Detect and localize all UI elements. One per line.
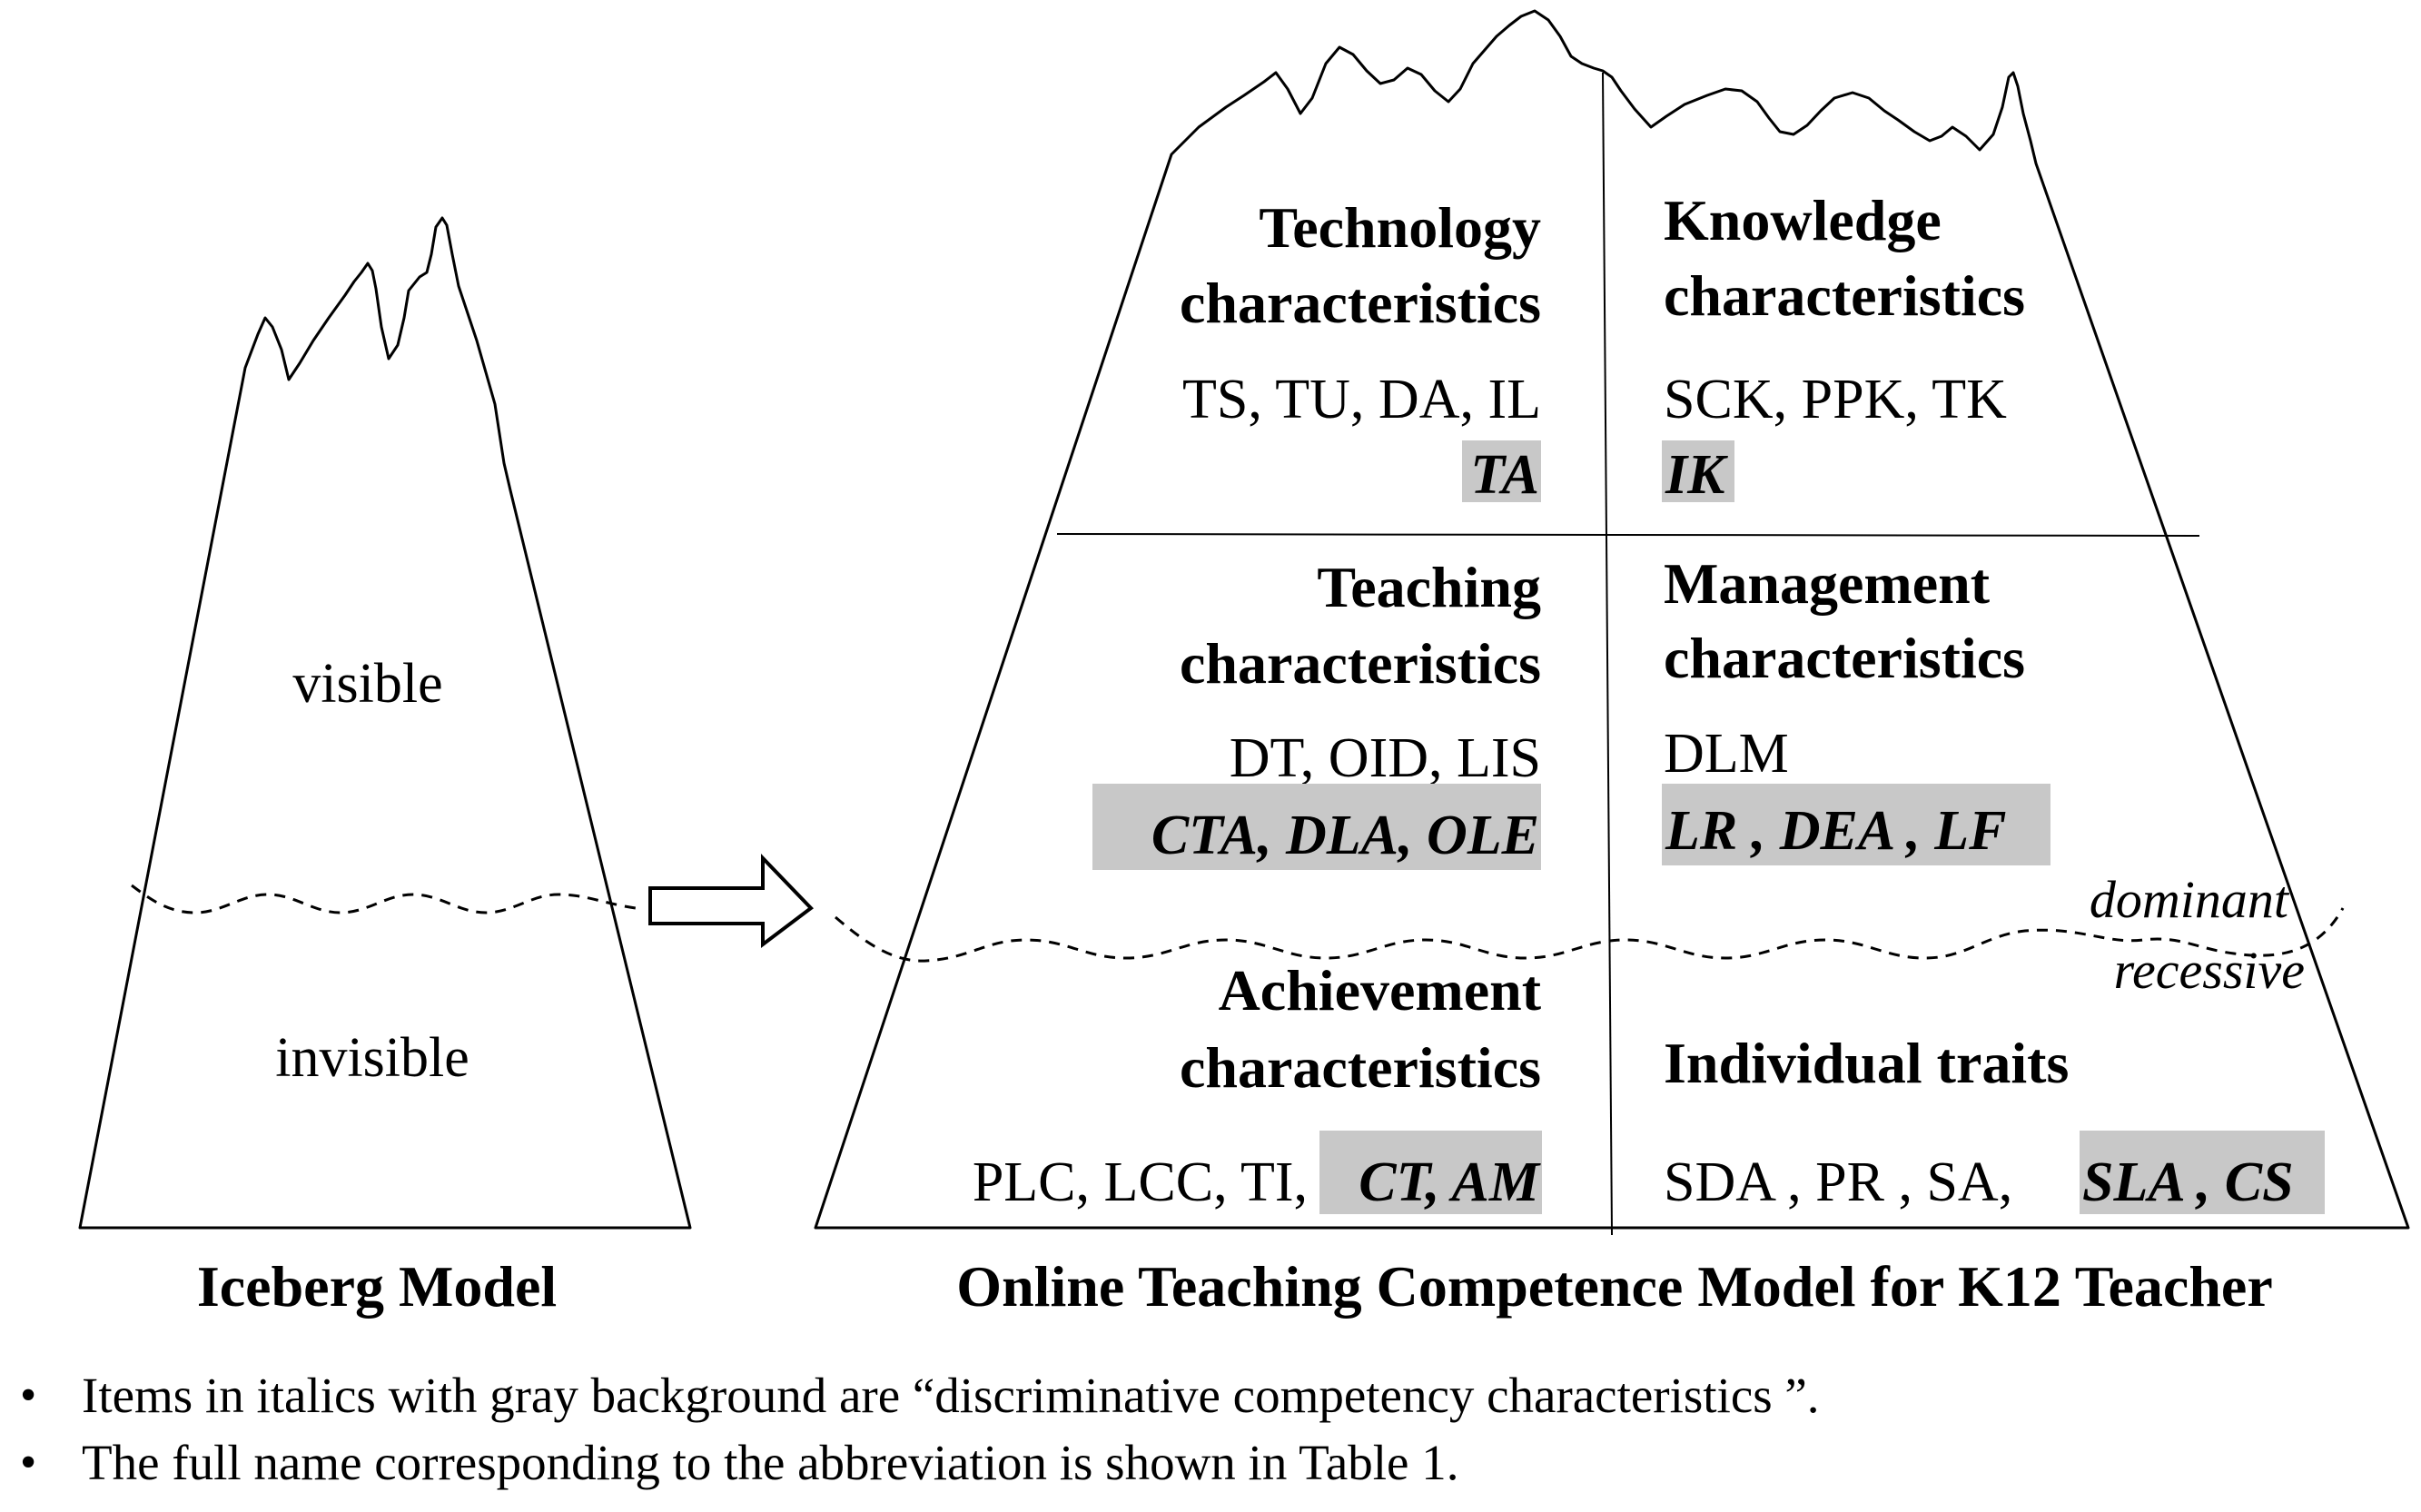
knowledge-discriminative-highlight: [1662, 440, 1734, 502]
teaching-items: DT, OID, LIS: [1230, 727, 1541, 789]
iceberg-invisible-label: invisible: [275, 1027, 469, 1089]
technology-discriminative: TA: [1470, 444, 1539, 506]
individual-items: SDA , PR , SA,: [1664, 1151, 2012, 1213]
knowledge-items: SCK, PPK, TK: [1664, 369, 2007, 430]
note-bullet-2: •: [20, 1437, 36, 1488]
individual-discriminative: SLA , CS: [2082, 1151, 2294, 1213]
iceberg-model: visible invisible Iceberg Model: [78, 216, 692, 1319]
technology-title-line1: Technology: [1259, 195, 1541, 260]
iceberg-visible-label: visible: [292, 653, 442, 715]
note-1: Items in italics with gray background ar…: [82, 1368, 1820, 1423]
achievement-items: PLC, LCC, TI,: [973, 1151, 1308, 1213]
management-title-line2: characteristics: [1664, 626, 2025, 690]
iceberg-outline: [78, 216, 692, 1230]
quadrant-achievement: Achievement characteristics PLC, LCC, TI…: [973, 958, 1542, 1214]
achievement-discriminative: CT, AM: [1359, 1151, 1541, 1213]
teaching-discriminative: CTA, DLA, OLE: [1151, 805, 1539, 866]
dominant-recessive-waterline: [835, 907, 2345, 963]
iceberg-caption: Iceberg Model: [197, 1254, 557, 1319]
competence-model-caption: Online Teaching Competence Model for K12…: [956, 1254, 2272, 1319]
management-title-line1: Management: [1664, 551, 1991, 616]
technology-discriminative-highlight: [1462, 440, 1541, 502]
quadrant-teaching: Teaching characteristics DT, OID, LIS CT…: [1092, 555, 1541, 870]
quadrant-technology: Technology characteristics TS, TU, DA, I…: [1180, 195, 1541, 506]
technology-items: TS, TU, DA, IL: [1182, 369, 1541, 430]
technology-title-line2: characteristics: [1180, 271, 1541, 335]
footnotes: • Items in italics with gray background …: [20, 1368, 1820, 1490]
achievement-title-line2: characteristics: [1180, 1035, 1541, 1100]
teaching-discriminative-highlight: [1092, 784, 1541, 870]
iceberg-waterline: [131, 884, 637, 914]
individual-discriminative-highlight: [2080, 1131, 2325, 1214]
transform-arrow-icon: [648, 854, 815, 949]
dominant-label: dominant: [2090, 870, 2290, 929]
achievement-title-line1: Achievement: [1219, 958, 1542, 1023]
management-discriminative: LR , DEA , LF: [1665, 800, 2007, 862]
achievement-discriminative-highlight: [1319, 1131, 1542, 1214]
quadrant-knowledge: Knowledge characteristics SCK, PPK, TK I…: [1662, 188, 2025, 506]
competence-model: Technology characteristics TS, TU, DA, I…: [814, 9, 2410, 1319]
management-discriminative-highlight: [1662, 784, 2050, 865]
quadrant-vertical-divider: [1602, 72, 1613, 1236]
quadrant-management: Management characteristics DLM LR , DEA …: [1662, 551, 2050, 865]
note-2: The full name corresponding to the abbre…: [82, 1435, 1458, 1490]
teaching-title-line2: characteristics: [1180, 631, 1541, 696]
quadrant-horizontal-divider: [1056, 533, 2200, 537]
note-bullet-1: •: [20, 1369, 36, 1421]
knowledge-title-line2: characteristics: [1664, 263, 2025, 328]
quadrant-individual: Individual traits SDA , PR , SA, SLA , C…: [1664, 1031, 2325, 1214]
individual-title: Individual traits: [1664, 1031, 2069, 1095]
knowledge-discriminative: IK: [1665, 444, 1728, 506]
recessive-label: recessive: [2114, 941, 2305, 1000]
teaching-title-line1: Teaching: [1317, 555, 1541, 619]
competence-iceberg-outline: [814, 9, 2410, 1230]
knowledge-title-line1: Knowledge: [1664, 188, 1942, 252]
management-items: DLM: [1664, 723, 1789, 785]
